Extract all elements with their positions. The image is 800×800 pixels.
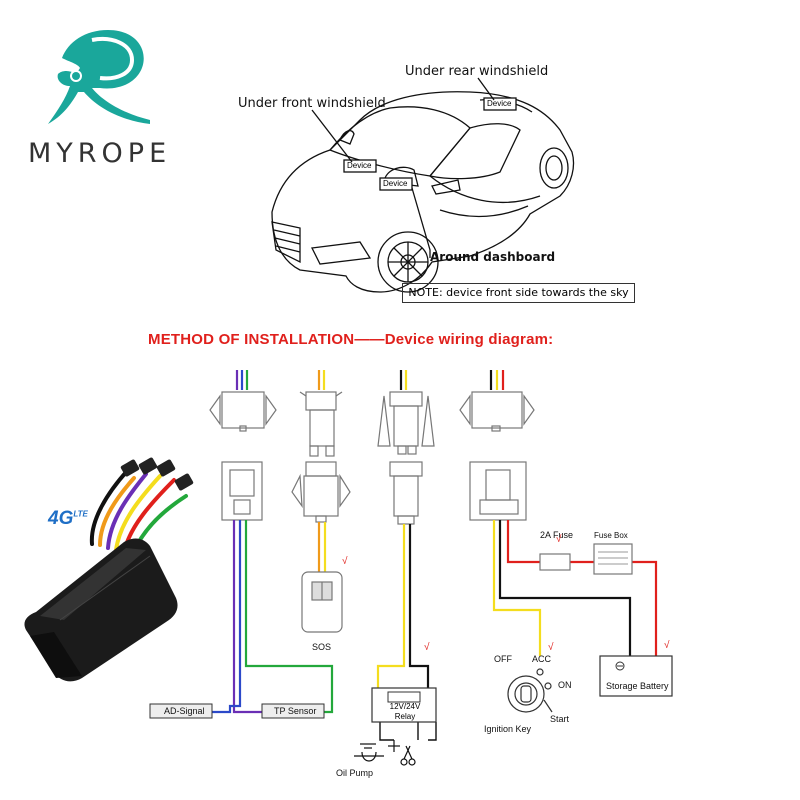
check-mark-sos: √ xyxy=(342,556,348,567)
tp-sensor-box xyxy=(261,703,325,719)
label-tp-sensor: TP Sensor xyxy=(274,706,317,716)
car-illustration xyxy=(271,77,575,293)
device-tag-front: Device xyxy=(347,161,372,170)
connector-housings xyxy=(209,391,535,525)
ad-signal-box xyxy=(149,703,213,719)
gps-tracker-product xyxy=(24,457,194,682)
label-key-acc: ACC xyxy=(532,654,552,664)
installation-note: NOTE: device front side towards the sky xyxy=(402,283,635,303)
wire-stubs xyxy=(235,370,505,390)
device-tag-dashboard: Device xyxy=(383,179,408,188)
fuse-2a-box xyxy=(539,553,571,571)
label-ignition-key: Ignition Key xyxy=(484,724,532,734)
device-tag-rear: Device xyxy=(487,99,512,108)
label-relay: Relay xyxy=(394,712,416,721)
label-sos: SOS xyxy=(312,642,332,652)
label-2a-fuse: 2A Fuse xyxy=(540,530,574,540)
wires xyxy=(200,520,658,741)
check-mark-relay: √ xyxy=(424,642,430,653)
wiring-diagram xyxy=(24,370,673,766)
wiring-diagram-heading: METHOD OF INSTALLATION——Device wiring di… xyxy=(148,331,554,348)
label-key-off: OFF xyxy=(494,654,512,664)
fuse-box xyxy=(593,543,633,575)
label-key-on: ON xyxy=(558,680,572,690)
check-mark-acc: √ xyxy=(548,642,554,653)
label-under-front-windshield: Under front windshield xyxy=(238,96,386,111)
4g-lte-badge: 4GLTE xyxy=(48,508,88,530)
label-relay-voltage: 12V/24V xyxy=(389,702,421,711)
check-mark-battery: √ xyxy=(664,640,670,651)
brand-name: MYROPE xyxy=(28,138,172,169)
check-mark-fuse: √ xyxy=(556,534,562,545)
label-key-start: Start xyxy=(550,714,570,724)
lte-text: LTE xyxy=(73,509,88,519)
myrope-logo-mark xyxy=(48,30,150,124)
label-storage-battery: Storage Battery xyxy=(606,681,669,691)
4g-text: 4G xyxy=(48,508,74,529)
label-under-rear-windshield: Under rear windshield xyxy=(405,64,549,79)
oil-pump-circuit xyxy=(354,740,416,766)
label-ad-signal: AD-Signal xyxy=(164,706,205,716)
label-around-dashboard: Around dashboard xyxy=(430,250,556,264)
label-fuse-box: Fuse Box xyxy=(594,531,628,540)
sos-button-device xyxy=(301,571,343,633)
storage-battery-box xyxy=(599,655,673,697)
label-oil-pump: Oil Pump xyxy=(336,768,374,778)
ignition-key-switch xyxy=(507,668,553,713)
relay-box xyxy=(371,687,437,723)
